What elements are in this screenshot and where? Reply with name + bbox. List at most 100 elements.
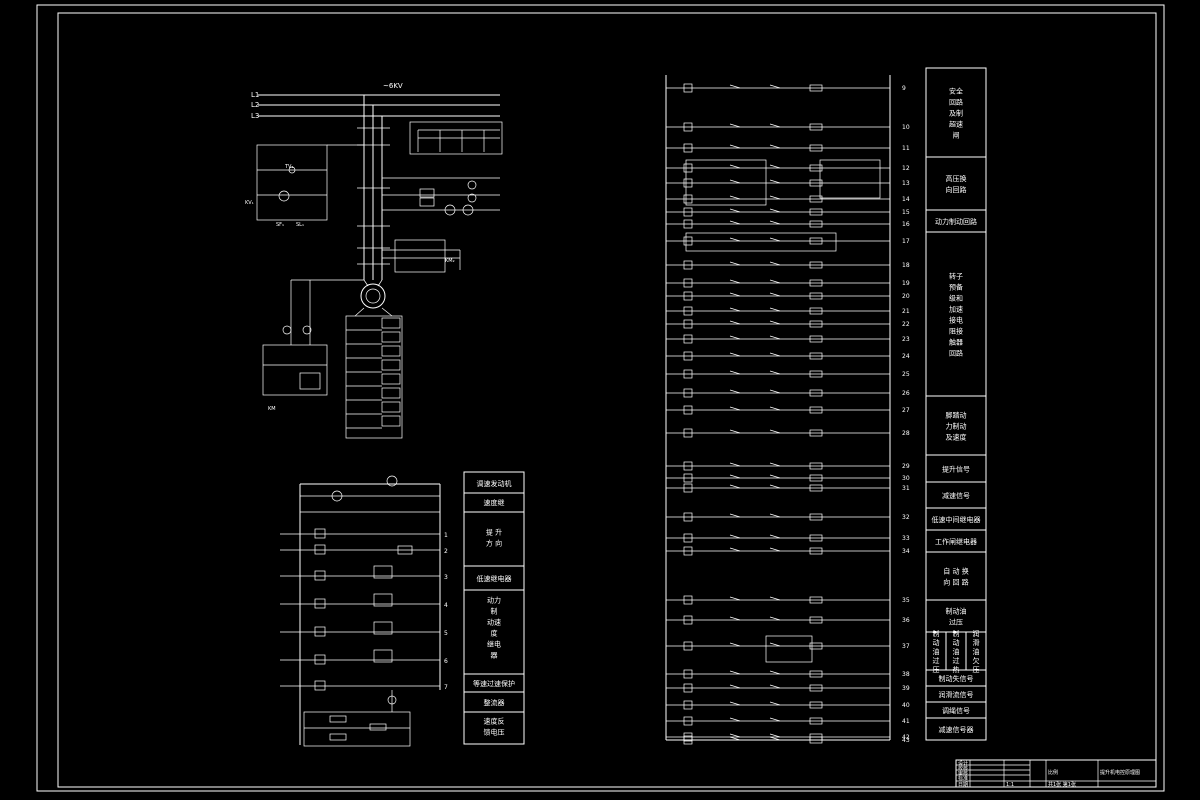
right-row-number: 21 [902,308,910,315]
right-row-number: 16 [902,221,910,228]
right-panel-label: 制动油过热 [953,629,960,674]
right-row-numbers: 9 10 11 12 13 14 15 16 17 18 19 20 21 22 23 24 25 26 27 28 2… [902,85,910,744]
right-ladder-diagram: 9 10 11 12 13 14 15 16 17 18 19 20 21 22 23 24 25 26 27 28 2… [665,75,910,745]
right-row-number: 11 [902,145,910,152]
left-panel-1: 速度继 [484,498,505,507]
main-power-circuit: ~6KV L1 L2 L3 [245,82,503,439]
inner-frame [57,12,1157,788]
svg-text:审核: 审核 [958,770,968,777]
svg-text:7: 7 [444,684,448,691]
svg-text:2: 2 [444,548,448,555]
title-block: 设计 校核 审核 标准 日期 比例 提升机电控原理图 1:1 共1张 第1张 [955,759,1157,788]
right-panel-label: 安全回路及制超速闸 [949,87,963,140]
right-row-number: 39 [902,685,910,692]
right-row-number: 33 [902,535,910,542]
left-panel-6: 整流器 [484,698,505,707]
right-row-number: 42 [902,734,910,741]
lower-left-control: 1 2 3 4 5 6 7 [280,475,448,747]
svg-text:3: 3 [444,574,448,581]
left-panel-3: 低速继电器 [477,574,512,583]
svg-text:KM₂: KM₂ [445,258,455,264]
right-description-panel: 安全回路及制超速闸高压换向回路动力制动回路转子预备级和加速接电阻接触器回路脚踏动… [925,67,987,741]
right-panel-label: 提升信号 [942,465,970,474]
right-row-number: 23 [902,336,910,343]
svg-text:KM: KM [268,406,276,412]
right-panel-label: 脚踏动力制动及速度 [946,411,967,442]
right-panel-label: 制动油过压 [946,607,967,627]
right-row-number: 17 [902,238,910,245]
right-row-number: 37 [902,643,910,650]
right-row-number: 30 [902,475,910,482]
rotor-resistor-bank [345,315,403,439]
right-panel-label: 润滑油欠压 [973,629,980,674]
left-panel-5: 等速过速保护 [473,679,515,688]
svg-text:SL₁: SL₁ [296,222,304,228]
supply-label: ~6KV [383,82,403,90]
right-row-number: 29 [902,463,910,470]
right-panel-label: 制动失信号 [939,674,974,683]
right-row-number: 28 [902,430,910,437]
svg-text:标准: 标准 [958,775,968,782]
right-row-number: 32 [902,514,910,521]
control-rungs [280,533,440,687]
right-row-number: 27 [902,407,910,414]
motor-symbol [360,283,386,309]
right-panel-label: 动力制动回路 [935,217,977,226]
right-row-number: 12 [902,165,910,172]
right-row-number: 14 [902,196,910,203]
right-row-number: 19 [902,280,910,287]
left-panel-4: 动力制动速度继电器 [487,596,501,660]
svg-text:设计: 设计 [958,760,968,767]
right-row-number: 9 [902,85,906,92]
right-row-number: 38 [902,671,910,678]
right-panel-label: 自 动 换向 回 路 [943,567,968,587]
phase-l2: L2 [251,101,259,109]
right-row-number: 31 [902,485,910,492]
right-panel-label: 高压换向回路 [946,174,967,194]
right-panel-label: 工作闸继电器 [935,537,977,546]
right-row-number: 15 [902,209,910,216]
right-panel-label: 调绳信号 [942,706,970,715]
title-block-scale-label: 比例 [1048,769,1058,776]
right-row-number: 34 [902,548,910,555]
svg-text:共1张 第1张: 共1张 第1张 [1048,781,1076,788]
outer-frame [36,4,1165,792]
svg-text:1: 1 [444,532,448,539]
right-row-number: 25 [902,371,910,378]
right-row-number: 13 [902,180,910,187]
right-row-number: 40 [902,702,910,709]
svg-text:1:1: 1:1 [1006,782,1014,788]
right-row-number: 43 [902,737,910,744]
right-panel-label: 制动油过压 [933,629,940,674]
right-row-number: 36 [902,617,910,624]
right-row-number: 24 [902,353,910,360]
left-panel-7: 速度反馈电压 [484,717,505,737]
drawing-title: 提升机电控原理图 [1100,769,1140,776]
right-panel-label: 减速信号 [942,491,970,500]
right-row-number: 35 [902,597,910,604]
svg-text:4: 4 [444,602,448,609]
lower-left-row-numbers: 1 2 3 4 5 6 7 [444,532,448,691]
svg-text:TV₁: TV₁ [284,164,293,170]
right-panel-label: 低速中间继电器 [932,515,981,524]
svg-text:SF₁: SF₁ [276,222,284,228]
right-row-number: 22 [902,321,910,328]
left-description-panel: 调速发动机 速度继 提 升方 向 低速继电器 动力制动速度继电器 等速过速保护 … [463,471,525,745]
right-panel-label: 减速信号器 [939,725,974,734]
phase-l3: L3 [251,112,259,120]
svg-text:5: 5 [444,630,448,637]
left-panel-0: 调速发动机 [477,479,512,488]
right-row-number: 41 [902,718,910,725]
right-row-number: 10 [902,124,910,131]
phase-l1: L1 [251,91,259,99]
right-row-number: 20 [902,293,910,300]
right-panel-label: 润滑流信号 [939,690,974,699]
svg-text:KV₁: KV₁ [245,200,254,206]
left-panel-2: 提 升方 向 [486,528,502,548]
right-row-number: 18 [902,262,910,269]
svg-text:6: 6 [444,658,448,665]
right-row-number: 26 [902,390,910,397]
right-panel-label: 转子预备级和加速接电阻接触器回路 [949,272,963,358]
svg-text:日期: 日期 [958,782,968,788]
